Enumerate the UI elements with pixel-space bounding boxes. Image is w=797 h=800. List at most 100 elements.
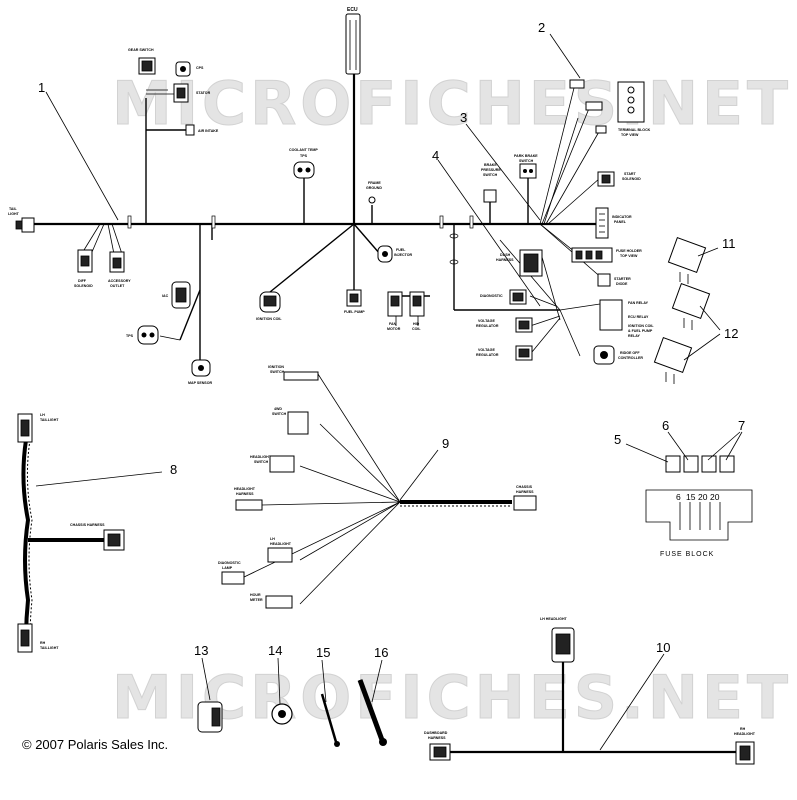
indicator-panel: INDICATOR PANEL <box>595 207 632 239</box>
starter-diode: STARTER DIODE <box>597 273 631 287</box>
terminal-block: TERMINAL BLOCK TOP VIEW <box>569 79 651 137</box>
chassis-harness: LH TAILLIGHT RH TAILLIGHT CHASSIS HARNES… <box>17 413 125 653</box>
svg-text:SWITCH: SWITCH <box>254 460 269 464</box>
svg-text:HARNESS: HARNESS <box>496 258 514 262</box>
svg-text:TPS: TPS <box>300 154 308 158</box>
coolant-temp-label: COOLANT TEMP <box>289 148 318 152</box>
relay-panel: FAN RELAY ECU RELAY IGNITION COIL & FUEL… <box>599 299 654 338</box>
tps2-label: TPS <box>126 334 134 338</box>
chassis-harness-label: CHASSIS HARNESS <box>70 523 105 527</box>
ridge-off-controller: RIDGE OFF CONTROLLER <box>593 345 643 365</box>
fuse-holder: FUSE HOLDER TOP VIEW <box>571 247 642 263</box>
svg-text:& FUEL PUMP: & FUEL PUMP <box>628 329 653 333</box>
callout-2: 2 <box>538 20 545 35</box>
watermark-bottom: MICROFICHES.NET <box>112 663 792 733</box>
part-15-tie <box>320 693 340 747</box>
svg-text:HEADLIGHT: HEADLIGHT <box>270 542 292 546</box>
svg-text:REGULATOR: REGULATOR <box>476 353 499 357</box>
ignition-coil-label: IGNITION COIL <box>256 317 282 321</box>
svg-text:METER: METER <box>250 598 263 602</box>
relay-12a <box>671 283 711 330</box>
ignition-fuel-relay-label: IGNITION COIL <box>628 324 654 328</box>
svg-text:CONTROLLER: CONTROLLER <box>618 356 643 360</box>
callout-11: 11 <box>722 236 736 251</box>
copyright-text: © 2007 Polaris Sales Inc. <box>22 737 168 752</box>
dash-harness: IGNITION SWITCH 4WD SWITCH HEADLIGHT SWI… <box>218 365 537 609</box>
lh-taillight-label: LH <box>40 413 45 417</box>
watermark-top: MICROFICHES.NET <box>112 69 792 139</box>
relay-12b <box>653 337 693 384</box>
fuse-15: 15 <box>686 492 696 502</box>
svg-text:LIGHT: LIGHT <box>8 212 20 216</box>
svg-text:DIODE: DIODE <box>616 282 628 286</box>
main-harness <box>32 14 605 360</box>
part-13-grommet <box>197 701 223 733</box>
callout-14: 14 <box>268 643 282 658</box>
fuse-6: 6 <box>676 492 681 502</box>
lh-headlight-sw-label: LH <box>270 537 275 541</box>
coolant-temp-sensor: COOLANT TEMP TPS <box>289 148 318 179</box>
part-14-clip <box>271 703 293 725</box>
svg-text:LAMP: LAMP <box>222 566 233 570</box>
part-16-tie <box>357 679 387 746</box>
fuel-injector-label: FUEL <box>396 248 406 252</box>
start-solenoid: START SOLENOID <box>597 171 641 187</box>
diff-accessory-group: DIFF SOLENOID ACCESSORY OUTLET <box>74 249 131 288</box>
hid-coil-label: HID <box>413 322 420 326</box>
fuse-block: 6 15 20 20 FUSE BLOCK <box>645 455 753 558</box>
callout-5: 5 <box>614 432 621 447</box>
tail-light-connector: TAIL LIGHT <box>8 207 35 233</box>
iac-tps-map-group: IAC TPS MAP SENSOR <box>126 281 213 385</box>
svg-text:TOP VIEW: TOP VIEW <box>620 254 638 258</box>
diff-solenoid-label: DIFF <box>78 279 87 283</box>
ecu: ECU <box>345 7 361 75</box>
ignition-switch-label: IGNITION <box>268 365 284 369</box>
map-sensor-label: MAP SENSOR <box>188 381 213 385</box>
svg-text:PANEL: PANEL <box>614 220 627 224</box>
starter-diode-label: STARTER <box>614 277 631 281</box>
park-brake-switch: PARK BRAKE SWITCH <box>514 154 538 179</box>
ecu-label: ECU <box>347 7 358 13</box>
callout-8: 8 <box>170 462 177 477</box>
svg-text:MOTOR: MOTOR <box>387 327 401 331</box>
fuse-20a: 20 <box>698 492 708 502</box>
fuel-pump-label: FUEL PUMP <box>344 310 365 314</box>
callout-13: 13 <box>194 643 208 658</box>
callout-9: 9 <box>442 436 449 451</box>
dash-harness-connector: DASH HARNESS DIAGNOSTIC <box>480 249 543 305</box>
stator-label: STATOR <box>196 91 211 95</box>
fuse-20b: 20 <box>710 492 720 502</box>
ridge-off-label: RIDGE OFF <box>620 351 640 355</box>
svg-text:INJECTOR: INJECTOR <box>394 253 413 257</box>
hour-meter-label: HOUR <box>250 593 261 597</box>
callout-12: 12 <box>724 326 738 341</box>
accessory-outlet-label: ACCESSORY <box>108 279 131 283</box>
park-brake-label: PARK BRAKE <box>514 154 538 158</box>
callout-4: 4 <box>432 148 439 163</box>
cps-label: CPS <box>196 66 204 70</box>
svg-text:SWITCH: SWITCH <box>272 412 287 416</box>
iac-label: IAC <box>162 294 169 298</box>
svg-text:SWITCH: SWITCH <box>519 159 534 163</box>
relay-11 <box>667 237 707 284</box>
callout-16: 16 <box>374 645 388 660</box>
svg-text:REGULATOR: REGULATOR <box>476 324 499 328</box>
fuel-injector: FUEL INJECTOR <box>377 245 413 263</box>
frame-ground-label: FRAME <box>368 181 381 185</box>
tail-light-label: TAIL <box>9 207 18 211</box>
diagnostic-lamp-label: DIAGNOSTIC <box>218 561 241 565</box>
svg-text:TOP VIEW: TOP VIEW <box>621 133 639 137</box>
callout-10: 10 <box>656 640 670 655</box>
svg-text:HARNESS: HARNESS <box>236 492 254 496</box>
diagnostic-label: DIAGNOSTIC <box>480 294 503 298</box>
fuse-holder-label: FUSE HOLDER <box>616 249 642 253</box>
fan-motor-label: FAN <box>389 322 397 326</box>
rh-headlight-label: RH <box>740 727 746 731</box>
svg-text:TAILLIGHT: TAILLIGHT <box>40 418 59 422</box>
svg-text:OUTLET: OUTLET <box>110 284 125 288</box>
gear-switch-label: GEAR SWITCH <box>128 48 154 52</box>
brake-pressure-switch: BRAKE PRESSURE SWITCH <box>481 163 501 203</box>
svg-text:SOLENOID: SOLENOID <box>74 284 93 288</box>
start-solenoid-label: START <box>624 172 637 176</box>
